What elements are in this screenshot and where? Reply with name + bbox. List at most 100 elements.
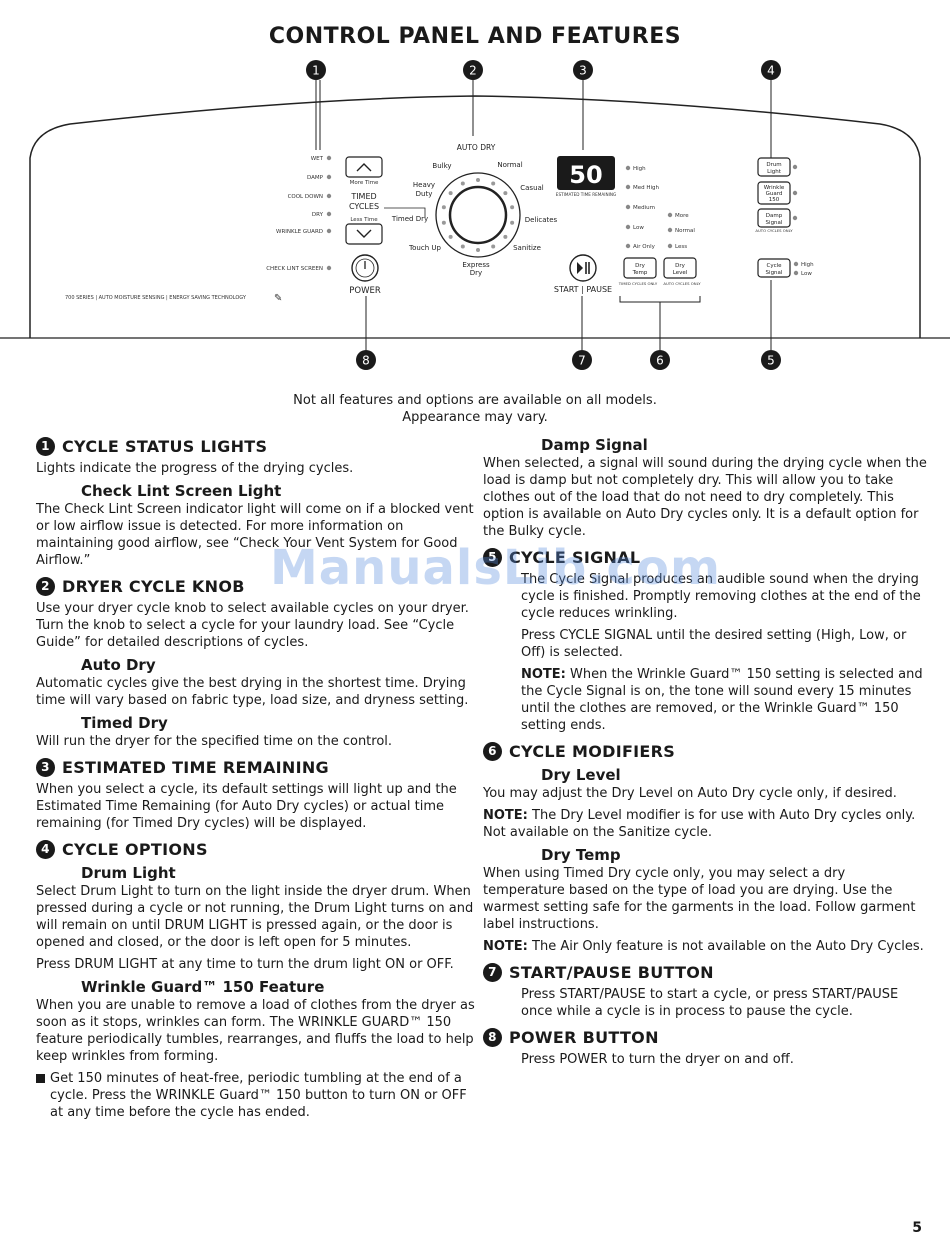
damp-signal-button xyxy=(757,208,791,228)
less-time-button xyxy=(345,223,383,245)
svg-text:ESTIMATED TIME REMAINING: ESTIMATED TIME REMAINING xyxy=(556,192,616,197)
knob-dot xyxy=(491,244,496,249)
knob-dot xyxy=(503,234,508,239)
knob-dot xyxy=(476,248,480,252)
knob-dot xyxy=(510,220,515,225)
number-badge: 7 xyxy=(483,963,502,982)
right-column: Damp Signal When selected, a signal will… xyxy=(483,437,928,1076)
svg-text:Heavy: Heavy xyxy=(413,181,435,189)
svg-text:Damp: Damp xyxy=(766,213,783,219)
svg-text:More Time: More Time xyxy=(350,180,379,186)
panel-outline xyxy=(29,95,921,338)
svg-text:Low: Low xyxy=(801,271,812,277)
svg-text:Delicates: Delicates xyxy=(525,216,558,224)
svg-text:CHECK LINT SCREEN: CHECK LINT SCREEN xyxy=(266,266,323,272)
svg-text:Low: Low xyxy=(633,225,644,231)
svg-text:Air Only: Air Only xyxy=(633,244,656,250)
svg-text:Level: Level xyxy=(673,270,688,276)
svg-text:Express: Express xyxy=(462,261,490,269)
number-badge: 6 xyxy=(483,742,502,761)
svg-text:Light: Light xyxy=(767,169,782,175)
svg-text:Less: Less xyxy=(675,244,687,250)
number-badge: 1 xyxy=(36,437,55,456)
svg-text:High: High xyxy=(801,262,814,268)
drum-light-button xyxy=(757,157,791,177)
svg-text:Bulky: Bulky xyxy=(432,162,451,170)
svg-text:DRY: DRY xyxy=(312,212,324,218)
svg-text:TIMED CYCLES ONLY: TIMED CYCLES ONLY xyxy=(618,281,658,286)
callout-2: 2 xyxy=(463,60,483,80)
knob-dot xyxy=(503,191,508,196)
svg-text:Drum: Drum xyxy=(766,162,781,168)
svg-text:CYCLES: CYCLES xyxy=(349,202,379,211)
svg-text:8: 8 xyxy=(362,354,370,368)
svg-text:Temp: Temp xyxy=(632,270,648,276)
svg-text:Timed Dry: Timed Dry xyxy=(391,215,428,223)
callout-7: 7 xyxy=(572,350,592,370)
svg-text:Dry: Dry xyxy=(635,263,645,269)
svg-text:COOL DOWN: COOL DOWN xyxy=(288,194,323,200)
more-time-button xyxy=(345,156,383,178)
svg-text:3: 3 xyxy=(579,64,587,78)
wrinkle-guard-button xyxy=(757,181,791,205)
time-display xyxy=(557,156,615,190)
svg-text:4: 4 xyxy=(767,64,775,78)
svg-text:Signal: Signal xyxy=(766,270,783,276)
knob-dot xyxy=(491,181,496,186)
page-number: 5 xyxy=(912,1220,922,1236)
svg-text:1: 1 xyxy=(312,64,320,78)
svg-text:Less Time: Less Time xyxy=(350,217,378,223)
svg-text:6: 6 xyxy=(656,354,664,368)
svg-text:TIMED: TIMED xyxy=(350,192,376,201)
svg-text:Medium: Medium xyxy=(633,205,655,211)
svg-text:5: 5 xyxy=(767,354,775,368)
svg-text:Touch Up: Touch Up xyxy=(408,244,441,252)
knob-dot xyxy=(476,178,480,182)
svg-text:Med High: Med High xyxy=(633,185,660,191)
dry-temp-button xyxy=(623,257,657,279)
svg-text:Wrinkle: Wrinkle xyxy=(764,185,785,191)
svg-text:Normal: Normal xyxy=(497,161,522,169)
number-badge: 3 xyxy=(36,758,55,777)
svg-text:Guard: Guard xyxy=(766,191,783,197)
knob-dot xyxy=(441,205,446,210)
number-badge: 2 xyxy=(36,577,55,596)
cycle-signal-button xyxy=(757,258,791,278)
svg-text:POWER: POWER xyxy=(349,286,381,296)
svg-text:High: High xyxy=(633,166,646,172)
callout-8: 8 xyxy=(356,350,376,370)
knob-dot xyxy=(448,234,453,239)
svg-text:Sanitize: Sanitize xyxy=(513,244,541,252)
svg-text:AUTO CYCLES ONLY: AUTO CYCLES ONLY xyxy=(755,228,793,233)
svg-text:AUTO DRY: AUTO DRY xyxy=(457,143,496,152)
knob-dot xyxy=(448,191,453,196)
svg-text:2: 2 xyxy=(469,64,477,78)
callout-3: 3 xyxy=(573,60,593,80)
svg-text:More: More xyxy=(675,213,689,219)
bullet-square xyxy=(36,1074,45,1083)
caption: Not all features and options are availab… xyxy=(293,393,657,425)
number-badge: 4 xyxy=(36,840,55,859)
callout-6: 6 xyxy=(650,350,670,370)
control-panel-diagram: 1 2 3 4 8 7 6 5 WET DAMP COOL DOWN DRY W… xyxy=(0,60,950,370)
section-damp-signal: Damp Signal When selected, a signal will… xyxy=(483,436,927,540)
knob-dot xyxy=(510,205,515,210)
svg-text:Casual: Casual xyxy=(520,184,544,192)
callout-1: 1 xyxy=(306,60,326,80)
svg-text:START | PAUSE: START | PAUSE xyxy=(554,285,612,294)
svg-text:7: 7 xyxy=(578,354,586,368)
svg-text:WRINKLE GUARD: WRINKLE GUARD xyxy=(276,229,323,235)
svg-text:Signal: Signal xyxy=(766,220,783,226)
svg-text:Duty: Duty xyxy=(416,190,433,198)
number-badge: 5 xyxy=(483,548,502,567)
svg-text:150: 150 xyxy=(769,197,780,203)
svg-text:✎: ✎ xyxy=(274,293,282,304)
